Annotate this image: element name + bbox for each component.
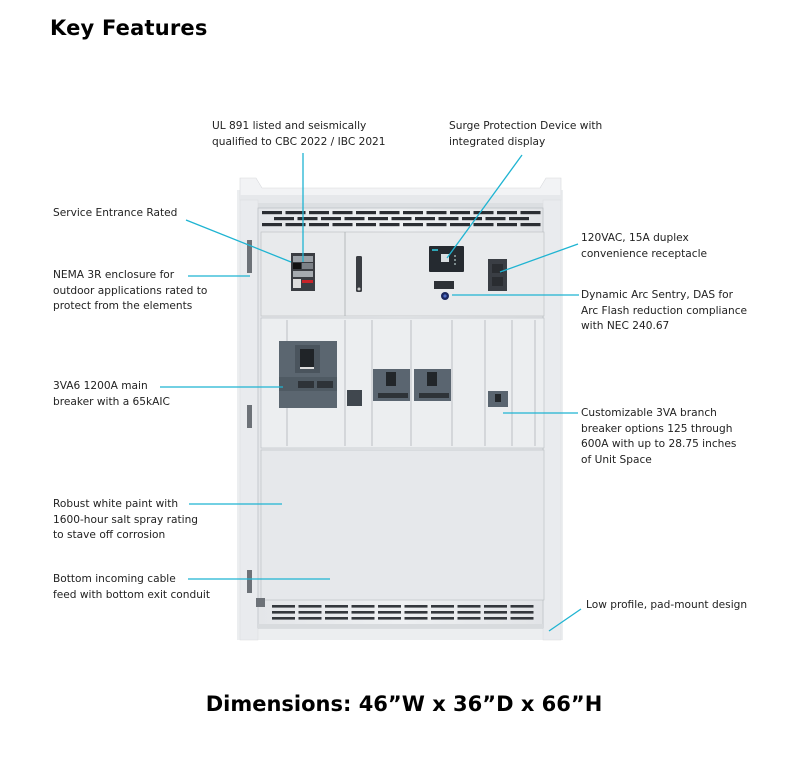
duplex-receptacle [488,259,507,291]
callout-leader-lines [160,153,582,632]
callout-line: 120VAC, 15A duplex [581,232,689,244]
callout-line: 3VA6 1200A main [53,380,148,392]
page-title: Key Features [50,16,208,40]
callout-line: Arc Flash reduction compliance [581,304,748,317]
bottom-panel [256,449,545,628]
callout-line: feed with bottom exit conduit [53,588,211,601]
top-vent-louvers [262,211,541,227]
callout-line: Customizable 3VA branch [581,407,717,419]
callout-ul891: UL 891 listed and seismically qualified … [212,119,386,150]
dimensions-heading: Dimensions: 46”W x 36”D x 66”H [205,692,603,716]
branch-breaker-small[interactable] [347,390,362,406]
callout-line: Dynamic Arc Sentry, DAS for [581,289,733,301]
callout-line: Service Entrance Rated [53,207,178,219]
callout-service-entrance: Service Entrance Rated [53,206,177,222]
callout-line: convenience receptacle [581,247,708,260]
callout-surge-protection: Surge Protection Device with integrated … [449,119,602,150]
callout-line: with NEC 240.67 [581,320,670,332]
leader-spd [446,154,523,259]
callout-low-profile: Low profile, pad-mount design [586,598,747,614]
side-latch-upper[interactable] [247,240,252,273]
callout-nema-3r: NEMA 3R enclosure for outdoor applicatio… [53,268,207,315]
callout-line: to stave off corrosion [53,529,166,541]
door-handle[interactable] [356,256,362,292]
callout-line: UL 891 listed and seismically [212,120,367,132]
side-latch-lower[interactable] [247,570,252,593]
side-latch-middle[interactable] [247,405,252,428]
upper-panel [260,231,545,317]
main-breaker-3va6[interactable] [279,341,337,408]
callout-line: outdoor applications rated to [53,284,208,297]
callout-paint: Robust white paint with 1600-hour salt s… [53,497,198,544]
callout-line: breaker options 125 through [581,422,733,435]
dynamic-arc-sentry-switch[interactable] [434,281,454,300]
callout-line: protect from the elements [53,300,193,312]
callout-line: Low profile, pad-mount design [586,599,748,611]
callout-line: integrated display [449,135,546,148]
callout-line: 1600-hour salt spray rating [53,513,199,526]
callout-dynamic-arc-sentry: Dynamic Arc Sentry, DAS for Arc Flash re… [581,288,747,335]
callout-line: Bottom incoming cable [53,573,176,585]
callout-bottom-feed: Bottom incoming cable feed with bottom e… [53,572,210,603]
bottom-vent-louvers [272,605,534,620]
callout-receptacle: 120VAC, 15A duplex convenience receptacl… [581,231,707,262]
callout-line: of Unit Space [581,453,652,466]
callout-line: 600A with up to 28.75 inches [581,438,737,450]
callout-line: NEMA 3R enclosure for [53,269,175,281]
leader-receptacle [499,243,579,273]
surge-protection-display [429,246,464,272]
callout-branch-breakers: Customizable 3VA branch breaker options … [581,406,736,468]
leader-low-profile [548,608,582,632]
callout-main-breaker: 3VA6 1200A main breaker with a 65kAIC [53,379,170,410]
leader-service-entrance [185,219,292,263]
callout-line: qualified to CBC 2022 / IBC 2021 [212,135,386,148]
breaker-section [260,317,545,449]
callout-line: Robust white paint with [53,498,179,510]
callout-line: Surge Protection Device with [449,120,603,132]
callout-line: breaker with a 65kAIC [53,395,170,408]
